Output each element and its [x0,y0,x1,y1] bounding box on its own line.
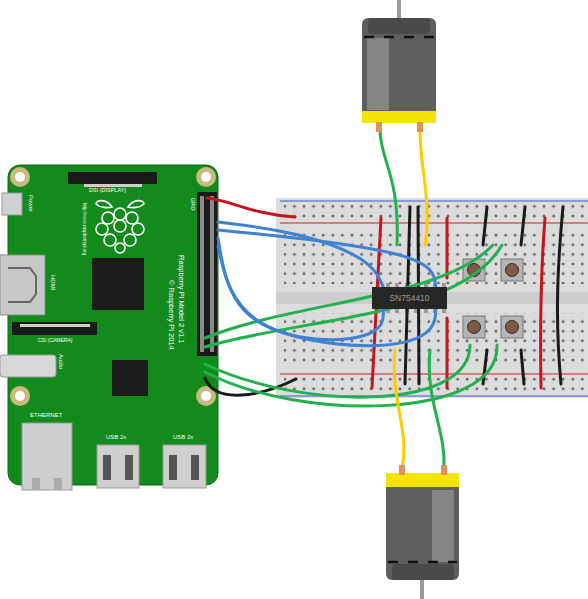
signal-wire [205,345,497,406]
gpio-header [197,192,217,356]
node-text: © Raspberry Pi 2014 [168,280,176,350]
motor-cap [386,473,459,487]
connector-label: USB 2x [106,434,126,440]
motor-wire [380,130,397,245]
jumper-wire [521,207,525,245]
connector-label: DSI (DISPLAY) [89,188,126,194]
power-wire [207,198,295,217]
motor-body [386,482,459,580]
raspberry-logo [96,201,144,253]
push-buttons [463,259,523,338]
node-text: Raspberry Pi Model 2 v1.1 [178,255,186,343]
motor-wire [394,350,404,468]
ethernet-jack [22,423,72,490]
jumper-wire [446,318,449,388]
hdmi-connector [0,255,45,315]
push-button [501,259,523,281]
jumper-wire [557,207,563,384]
mount-hole [10,386,30,406]
motor-wire [429,350,444,468]
jumper-wire [218,246,436,346]
jumper-wire [540,218,545,388]
connector-label: CSI (CAMERA) [38,338,72,343]
rail-holes [284,204,584,221]
motor-shaft [397,0,401,20]
dsi-connector [68,172,157,184]
mount-hole [10,167,30,187]
header-label: GPIO [190,198,195,211]
rail-line [280,200,588,201]
connector-label: Audio [58,354,64,369]
signal-wire [205,245,502,347]
connector-label: Power [28,195,34,212]
dc-motor [386,465,459,599]
power-connector [2,193,22,215]
motor-wire [420,130,427,245]
motor-body [362,18,436,116]
button-cap [468,321,481,334]
push-button [501,316,523,338]
soc-chip [92,258,144,310]
button-cap [506,321,519,334]
csi-connector [12,322,97,335]
jumper-wire [483,207,487,245]
rail-line [280,222,588,223]
signal-wire [205,245,493,338]
url-label: http://www.raspberrypi.org [82,203,87,255]
connector-label: HDMI [50,275,56,290]
driver-chip: SN754410 [372,287,447,309]
breadboard [276,198,588,398]
dc-motor [362,0,436,132]
jumper-wire [218,238,383,340]
connector-label: ETHERNET [30,412,62,418]
jumper-wire [483,350,487,384]
usb-chip [112,360,148,396]
node-text: SN754410 [389,294,429,303]
push-button [463,316,485,338]
connector-label: USB 2x [173,434,193,440]
button-cap [506,264,519,277]
wires [205,130,502,468]
audio-jack [0,355,56,377]
jumper-wire [218,230,436,287]
raspberry-pi-illustration [0,165,218,490]
usb-port [97,445,139,488]
usb-port [163,445,206,488]
breadboard-body [276,198,588,398]
jumper-wire [521,350,524,384]
mount-hole [196,167,216,187]
motor-cap [362,111,436,123]
jumper-wire [446,218,449,278]
